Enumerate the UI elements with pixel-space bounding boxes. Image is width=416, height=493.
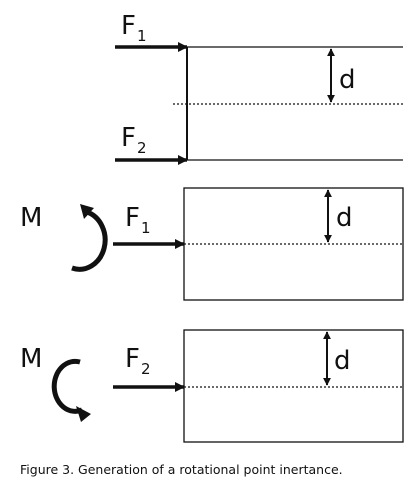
panel-3-moment-label: M	[20, 344, 43, 374]
panel-3-moment-arrow	[51, 358, 91, 422]
panel-1-force-2-base: F	[121, 123, 136, 153]
panel-2-beam	[183, 187, 404, 301]
panel-3-distance-label: d	[334, 346, 351, 376]
figure-caption: Figure 3. Generation of a rotational poi…	[20, 462, 343, 477]
panel-2-force-label: F	[125, 205, 140, 231]
panel-2-distance-label: d	[336, 203, 353, 233]
panel-3-force-base: F	[125, 344, 140, 374]
panel-2-force-subscript: 1	[141, 219, 151, 237]
panel-2-force-base: F	[125, 203, 140, 233]
panel-3-force-subscript: 2	[141, 360, 151, 378]
panel-3-force-label: F	[125, 346, 140, 372]
panel-1-force-2-label: F	[121, 125, 136, 151]
panel-2-moment-label: M	[20, 203, 43, 233]
panel-1-force-1-base: F	[121, 11, 136, 41]
panel-1-distance-label: d	[339, 65, 356, 95]
panel-1-force-1-subscript: 1	[137, 27, 147, 45]
panel-1-beam	[173, 46, 403, 161]
panel-3-beam	[183, 329, 404, 443]
panel-1-force-2-subscript: 2	[137, 139, 147, 157]
panel-2-moment-arrow	[71, 204, 108, 272]
panel-1-force-1-label: F	[121, 13, 136, 39]
